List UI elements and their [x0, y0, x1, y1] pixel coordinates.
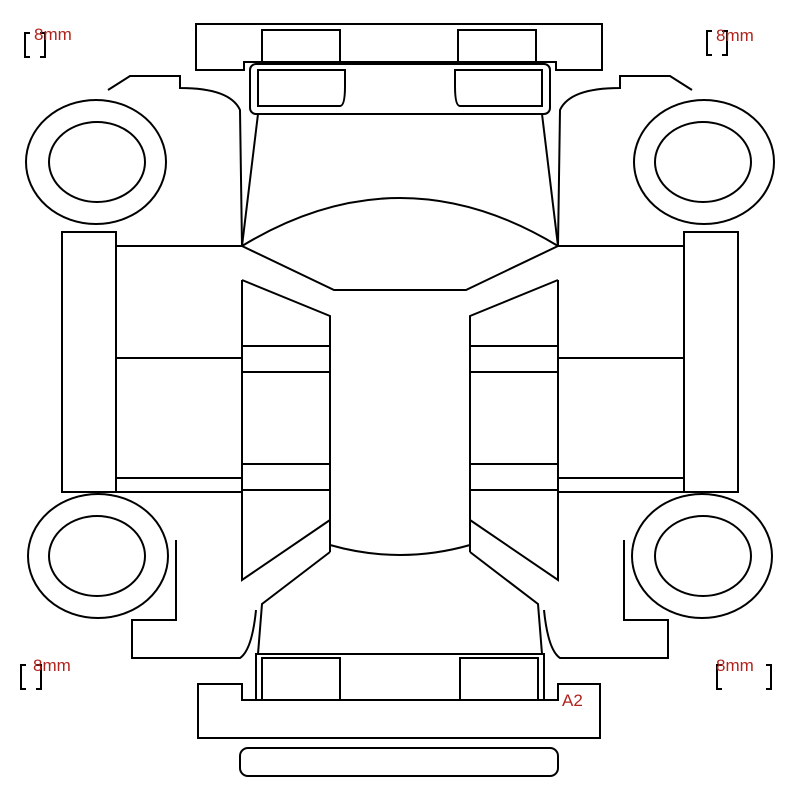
trunk[interactable]	[257, 551, 543, 655]
front-light-panel[interactable]	[249, 63, 551, 115]
right-front-wheel[interactable]	[633, 99, 775, 225]
right-side-body[interactable]	[558, 231, 739, 493]
left-doors[interactable]	[241, 279, 331, 582]
windshield[interactable]	[241, 245, 559, 291]
rear-bumper[interactable]	[197, 683, 601, 739]
marker-bracket-top-left	[24, 32, 46, 58]
marker-rear-code[interactable]: A2	[562, 691, 583, 710]
hood[interactable]	[241, 113, 559, 247]
front-bumper[interactable]	[195, 23, 603, 71]
rear-right-quarter[interactable]	[543, 540, 669, 659]
marker-bracket-top-right	[706, 30, 728, 56]
marker-bottom-right[interactable]: 8mm	[716, 656, 754, 675]
tail-light-panel[interactable]	[255, 653, 545, 701]
marker-bottom-left[interactable]: 8mm	[33, 656, 71, 675]
left-rear-wheel[interactable]	[27, 493, 169, 619]
marker-bracket-bottom-right	[716, 664, 772, 690]
left-front-wheel[interactable]	[25, 99, 167, 225]
left-side-body[interactable]	[61, 231, 242, 493]
right-rear-wheel[interactable]	[631, 493, 773, 619]
marker-top-right[interactable]: 8mm	[716, 26, 754, 45]
marker-top-left[interactable]: 8mm	[34, 25, 72, 44]
right-doors[interactable]	[469, 279, 559, 582]
rear-window[interactable]	[329, 544, 471, 556]
rear-plate-strip[interactable]	[239, 747, 559, 777]
rear-left-quarter[interactable]	[131, 540, 257, 659]
front-right-fender[interactable]	[557, 75, 693, 247]
marker-bracket-bottom-left	[20, 664, 42, 690]
front-left-fender[interactable]	[107, 75, 243, 247]
